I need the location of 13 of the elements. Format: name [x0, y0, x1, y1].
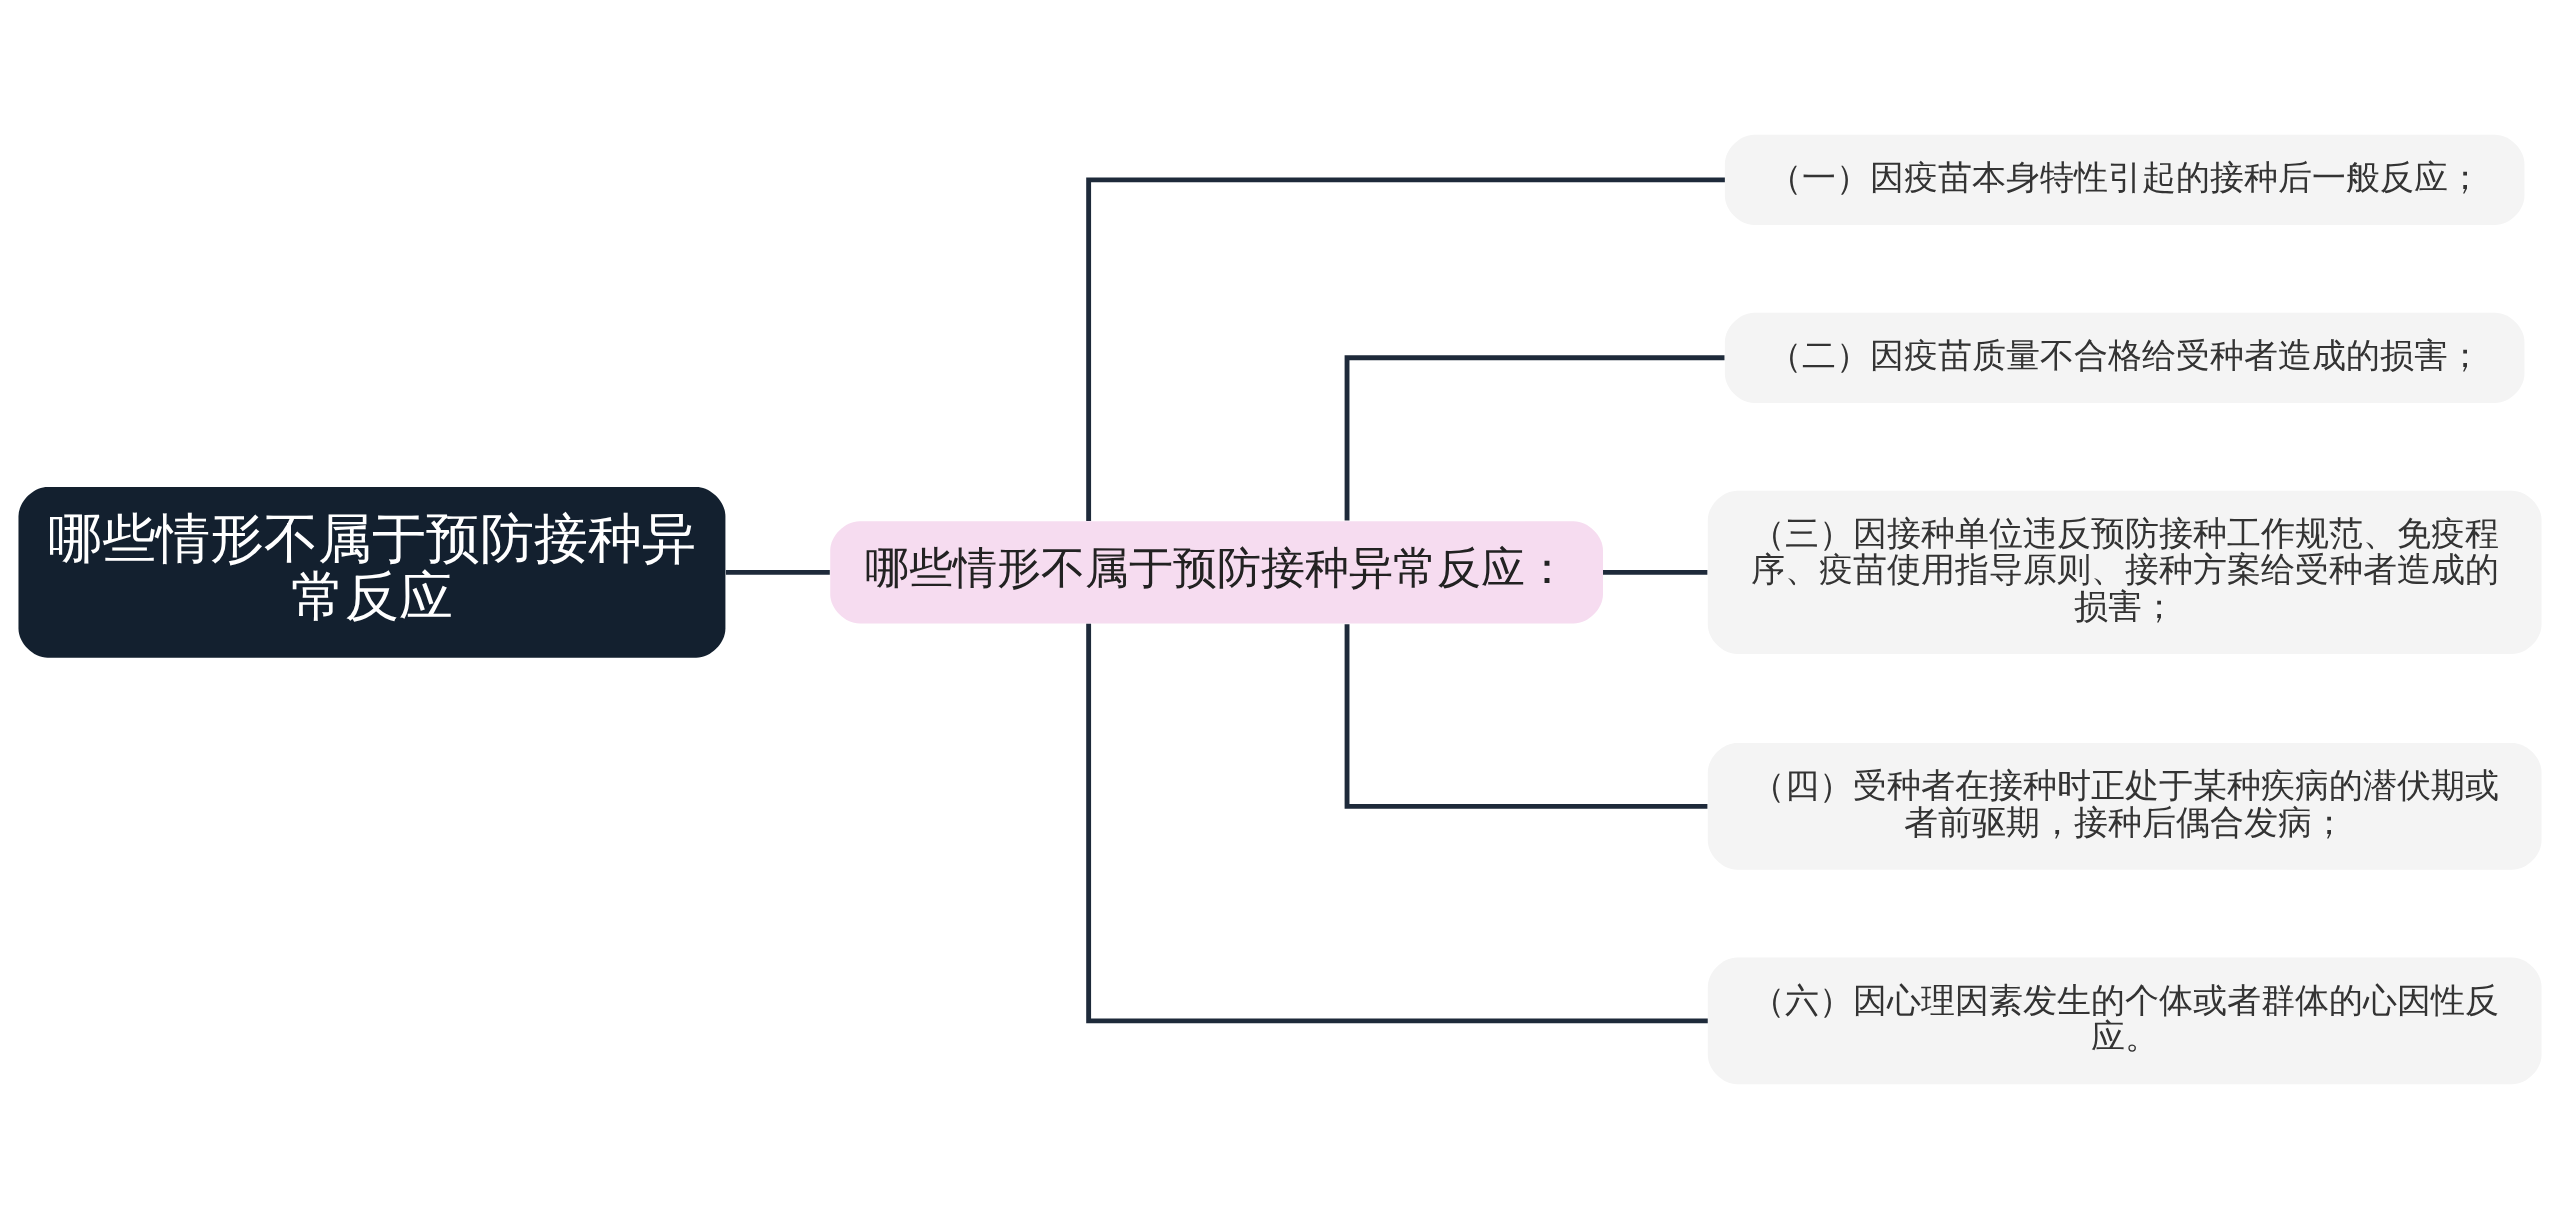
node-box: 哪些情形不属于预防接种异常反应	[18, 486, 726, 658]
connector	[1086, 623, 1708, 1023]
connector	[1086, 176, 1725, 521]
node-box: （六）因心理因素发生的个体或者群体的心因性反应。	[1707, 957, 2542, 1084]
connector	[1344, 623, 1708, 809]
node-box: （二）因疫苗质量不合格给受种者造成的损害；	[1724, 312, 2525, 403]
node-box: 哪些情形不属于预防接种异常反应：	[830, 520, 1603, 623]
node-box: （四）受种者在接种时正处于某种疾病的潜伏期或者前驱期，接种后偶合发病；	[1707, 742, 2542, 870]
node-box: （三）因接种单位违反预防接种工作规范、免疫程序、疫苗使用指导原则、接种方案给受种者造成的损害；	[1707, 490, 2542, 654]
connector	[1344, 354, 1725, 520]
connector	[725, 569, 830, 575]
node-box: （一）因疫苗本身特性引起的接种后一般反应；	[1724, 134, 2525, 225]
connector	[1603, 569, 1708, 575]
